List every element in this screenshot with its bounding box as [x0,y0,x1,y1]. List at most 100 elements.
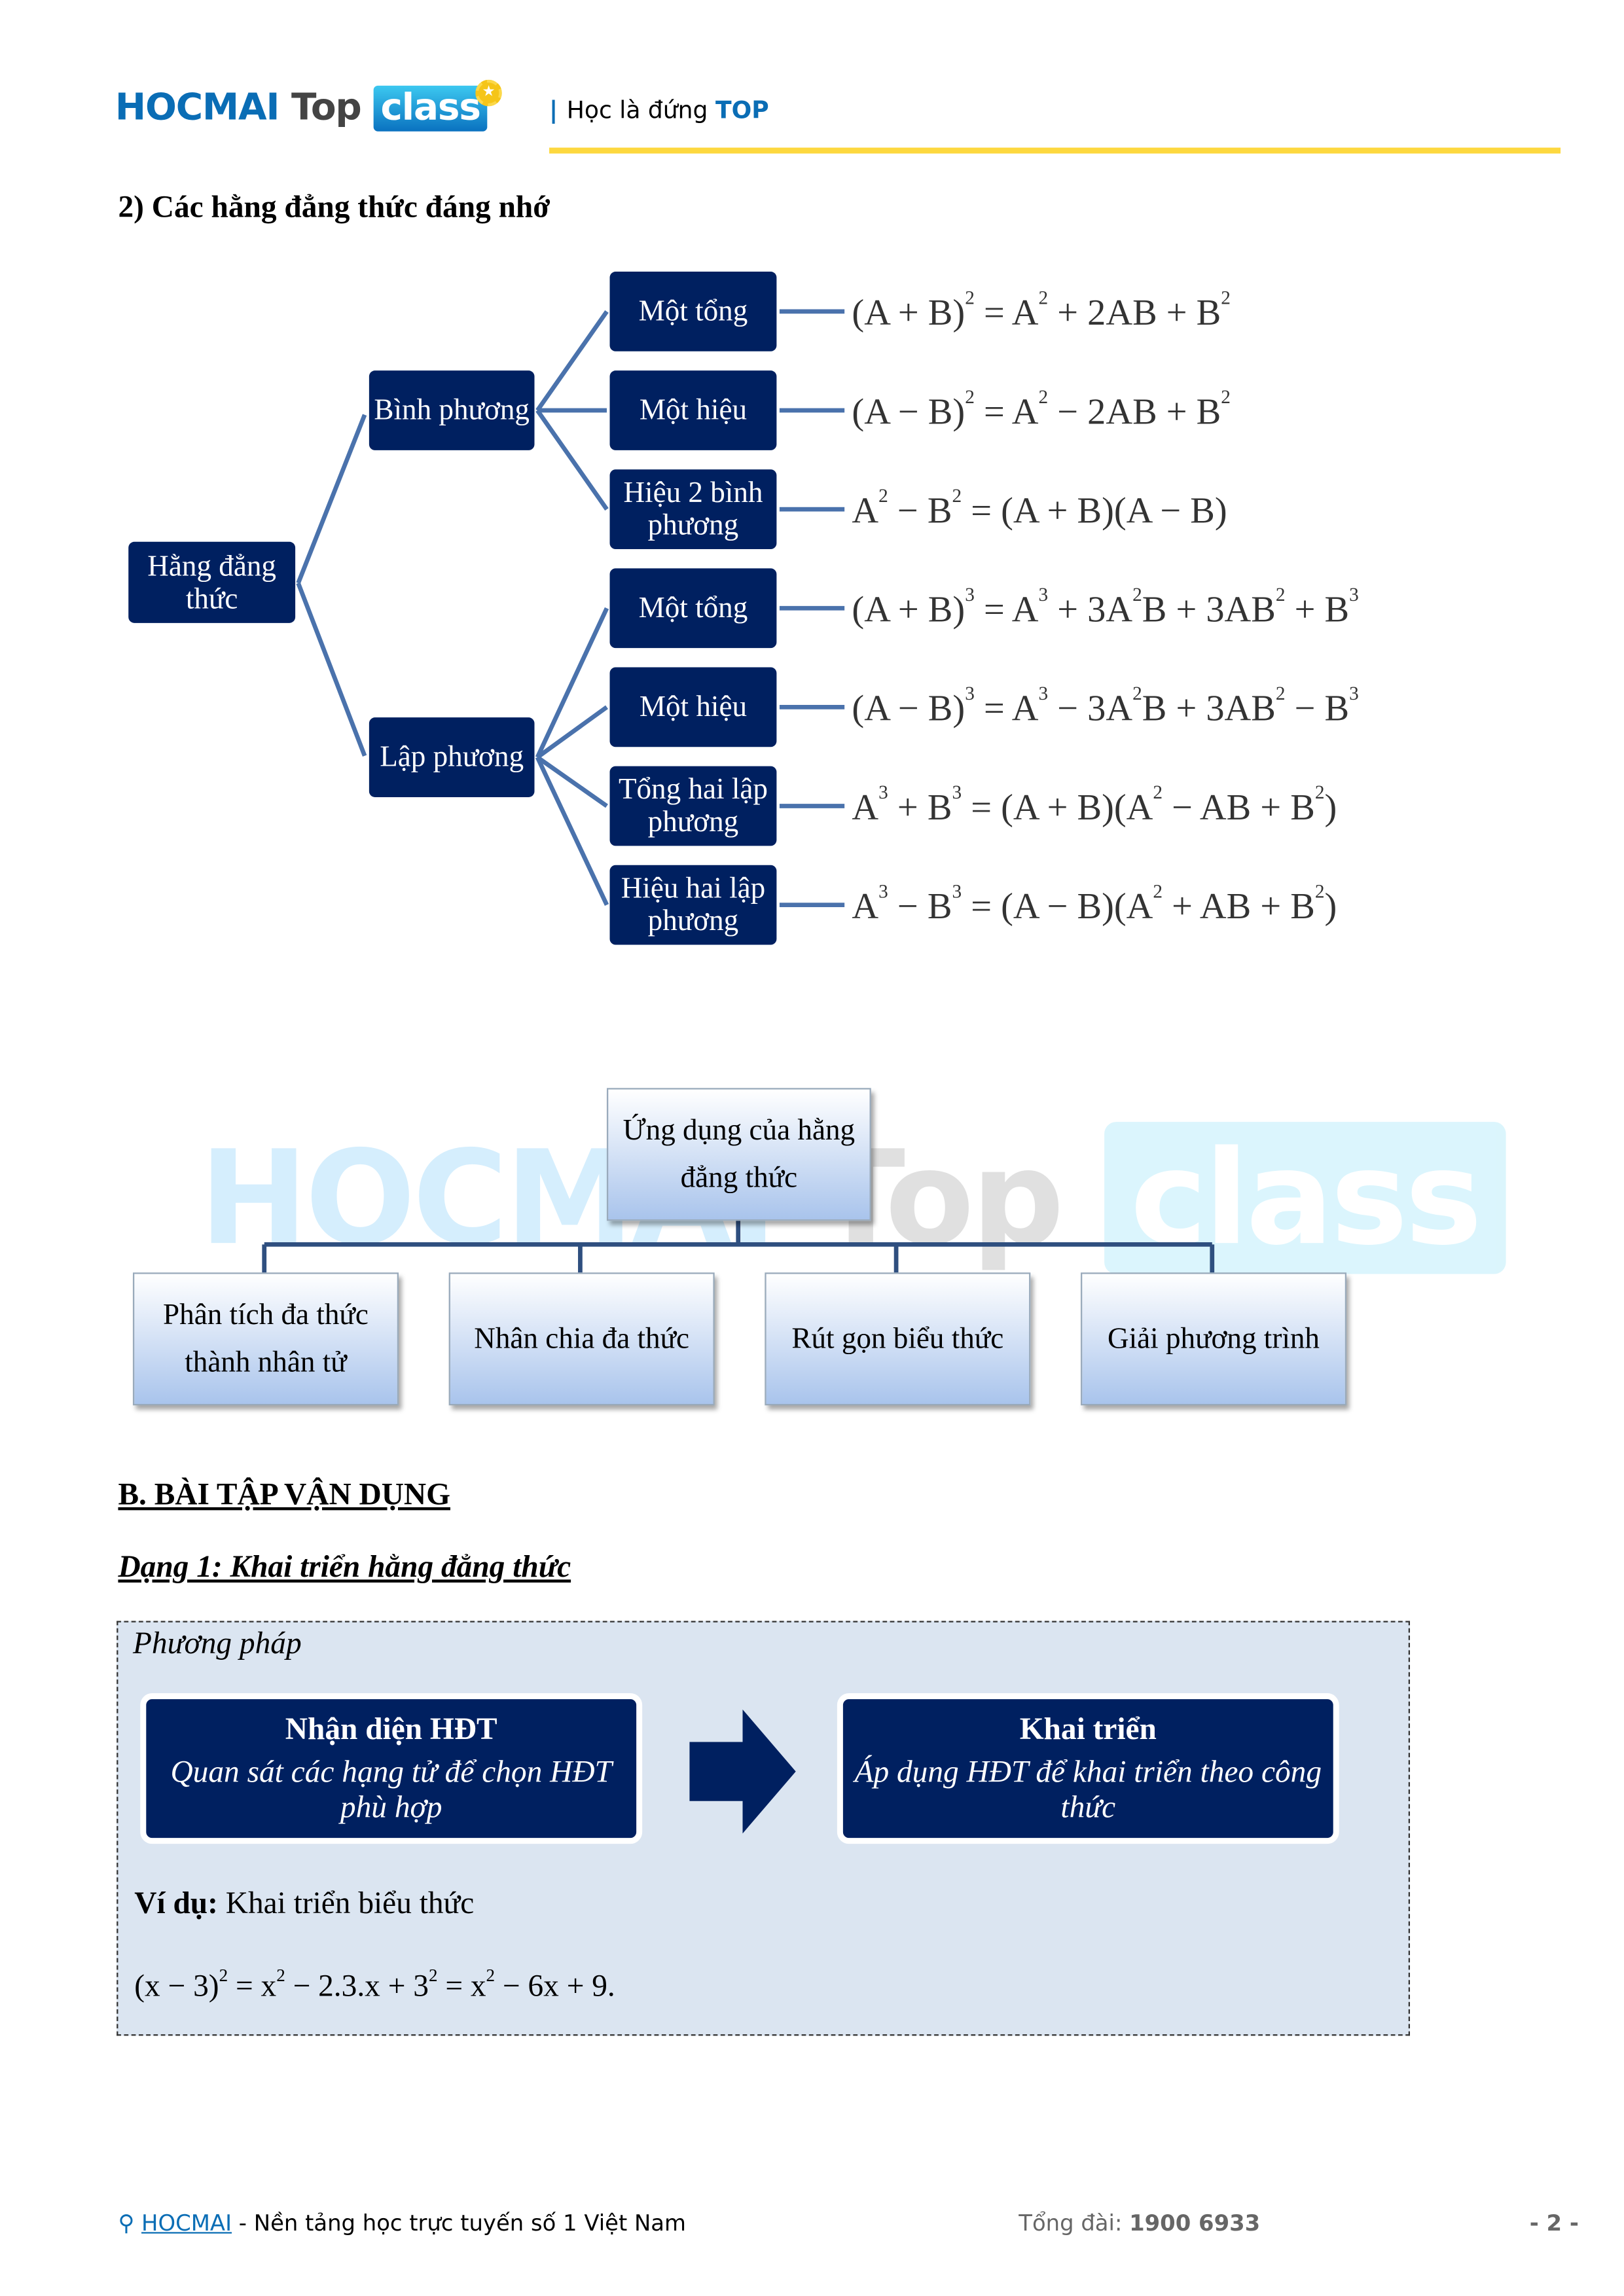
step-description: Áp dụng HĐT để khai triển theo công thức [854,1753,1322,1825]
exponent: 2 [1038,286,1049,309]
exponent: 3 [1038,682,1049,704]
connector-line [296,582,367,757]
example-text: Khai triển biểu thức [225,1885,475,1921]
exponent: 2 [219,1965,228,1986]
exponent: 2 [1275,682,1286,704]
leaf-box: Một tổng [609,272,777,351]
exponent: 2 [878,484,888,507]
formula-term: = (A + B)(A [962,788,1153,829]
identity-formula: (A + B)3 = A3 + 3A2B + 3AB2 + B3 [852,583,1358,632]
application-connectors [262,1217,1215,1273]
dang1-heading: Dạng 1: Khai triển hằng đẳng thức [118,1549,571,1585]
formula-term: A [852,887,879,927]
watermark-logo: HOCMAI Top class [199,1122,1506,1274]
hotline-number: 1900 6933 [1129,2210,1261,2237]
step-title: Khai triển [1019,1711,1157,1747]
exponent: 2 [1153,880,1163,903]
hotline-label: Tổng đài: [1019,2210,1130,2237]
formula-term: A [852,788,879,829]
example-label: Ví dụ: [134,1885,218,1921]
formula-term: = A [974,590,1039,631]
leaf-box: Một hiệu [609,667,777,747]
formula-term: − 3A [1048,689,1133,730]
tree-root-box: Hằng đẳng thức [128,541,296,623]
logo-class: class [373,85,488,132]
formula-term: = (A − B)(A [962,887,1153,927]
formula-term: = x [437,1967,486,2003]
applications-root-box: Ứng dụng của hằng đẳng thức [607,1088,871,1221]
formula-term: − B [888,887,952,927]
formula-term: + 2AB + B [1048,293,1221,334]
application-box: Nhân chia đa thức [448,1272,715,1406]
formula-term: B + 3AB [1142,689,1276,730]
exponent: 3 [952,781,962,803]
exponent: 2 [1314,880,1325,903]
formula-term: B + 3AB [1142,590,1276,631]
group-box-binh-phuong: Bình phương [369,370,535,450]
formula-term: − B [1285,689,1350,730]
identity-formula: (A + B)2 = A2 + 2AB + B2 [852,287,1231,335]
formula-term: = x [228,1967,277,2003]
section-heading: 2) Các hằng đẳng thức đáng nhớ [118,188,550,224]
exponent: 2 [1314,781,1325,803]
formula-term: (A − B) [852,689,965,730]
exponent: 3 [1038,583,1049,605]
exponent: 2 [1221,286,1231,309]
application-box: Phân tích đa thức thành nhân tử [132,1272,399,1406]
hocmai-topclass-logo: HOCMAI Top class [115,85,488,132]
formula-term: + B [888,788,952,829]
exponent: 2 [1153,781,1163,803]
header-divider [549,147,1561,154]
example-line: Ví dụ: Khai triển biểu thức [134,1885,474,1922]
exponent: 3 [952,880,962,903]
footer-left: ⚲ HOCMAI - Nền tảng học trực tuyến số 1 … [118,2210,686,2236]
connector-line [296,414,367,584]
identity-formula: A3 + B3 = (A + B)(A2 − AB + B2) [852,781,1337,829]
formula-term: + B [1285,590,1350,631]
exponent: 2 [428,1965,438,1986]
identity-formula: (A − B)3 = A3 − 3A2B + 3AB2 − B3 [852,682,1358,730]
connector-line [535,607,609,759]
formula-term: − B [888,492,952,531]
exponent: 2 [952,484,962,507]
tagline: |Học là đứng TOP [549,96,769,124]
formula-term: (A + B) [852,293,965,334]
formula-term: + AB + B [1163,887,1315,927]
step-expand-box: Khai triển Áp dụng HĐT để khai triển the… [837,1693,1339,1844]
formula-term: − 2AB + B [1048,392,1221,433]
exponent: 3 [878,880,888,903]
formula-term: − 6x + 9. [495,1967,615,2003]
formula-term: (A − B) [852,392,965,433]
logo-hocmai: HOCMAI [115,85,280,129]
formula-term: + 3A [1048,590,1133,631]
connector-line [535,756,609,906]
arrow-right-icon [689,1709,796,1834]
tagline-text: Học là đứng [566,96,708,124]
example-equation: (x − 3)2 = x2 − 2.3.x + 32 = x2 − 6x + 9… [134,1965,615,2005]
leaf-box: Hiệu hai lập phương [609,865,777,945]
connector-line [535,310,609,412]
footer-brand-link[interactable]: HOCMAI [141,2210,232,2237]
step-title: Nhận diện HĐT [285,1711,497,1747]
formula-term: A [852,492,879,531]
formula-term: = A [974,293,1039,334]
star-gear-icon: ★ [475,79,502,107]
exponent: 3 [878,781,888,803]
formula-term: ) [1324,887,1337,927]
connector-line [536,755,608,808]
formula-term: (A + B) [852,590,965,631]
exponent: 2 [1132,583,1142,605]
application-box: Giải phương trình [1081,1272,1347,1406]
tree-connectors [296,309,845,908]
footer-hotline: Tổng đài: 1900 6933 [1019,2210,1260,2236]
footer-slogan: - Nền tảng học trực tuyến số 1 Việt Nam [232,2210,686,2237]
application-box: Rút gọn biểu thức [765,1272,1031,1406]
formula-term: − 2.3.x + 3 [285,1967,429,2003]
logo-top: Top [291,85,362,129]
leaf-box: Tổng hai lập phương [609,766,777,846]
formula-term: = (A + B)(A − B) [962,492,1227,531]
formula-term: = A [974,392,1039,433]
identity-formula: A3 − B3 = (A − B)(A2 + AB + B2) [852,880,1337,928]
exponent: 2 [486,1965,496,1986]
